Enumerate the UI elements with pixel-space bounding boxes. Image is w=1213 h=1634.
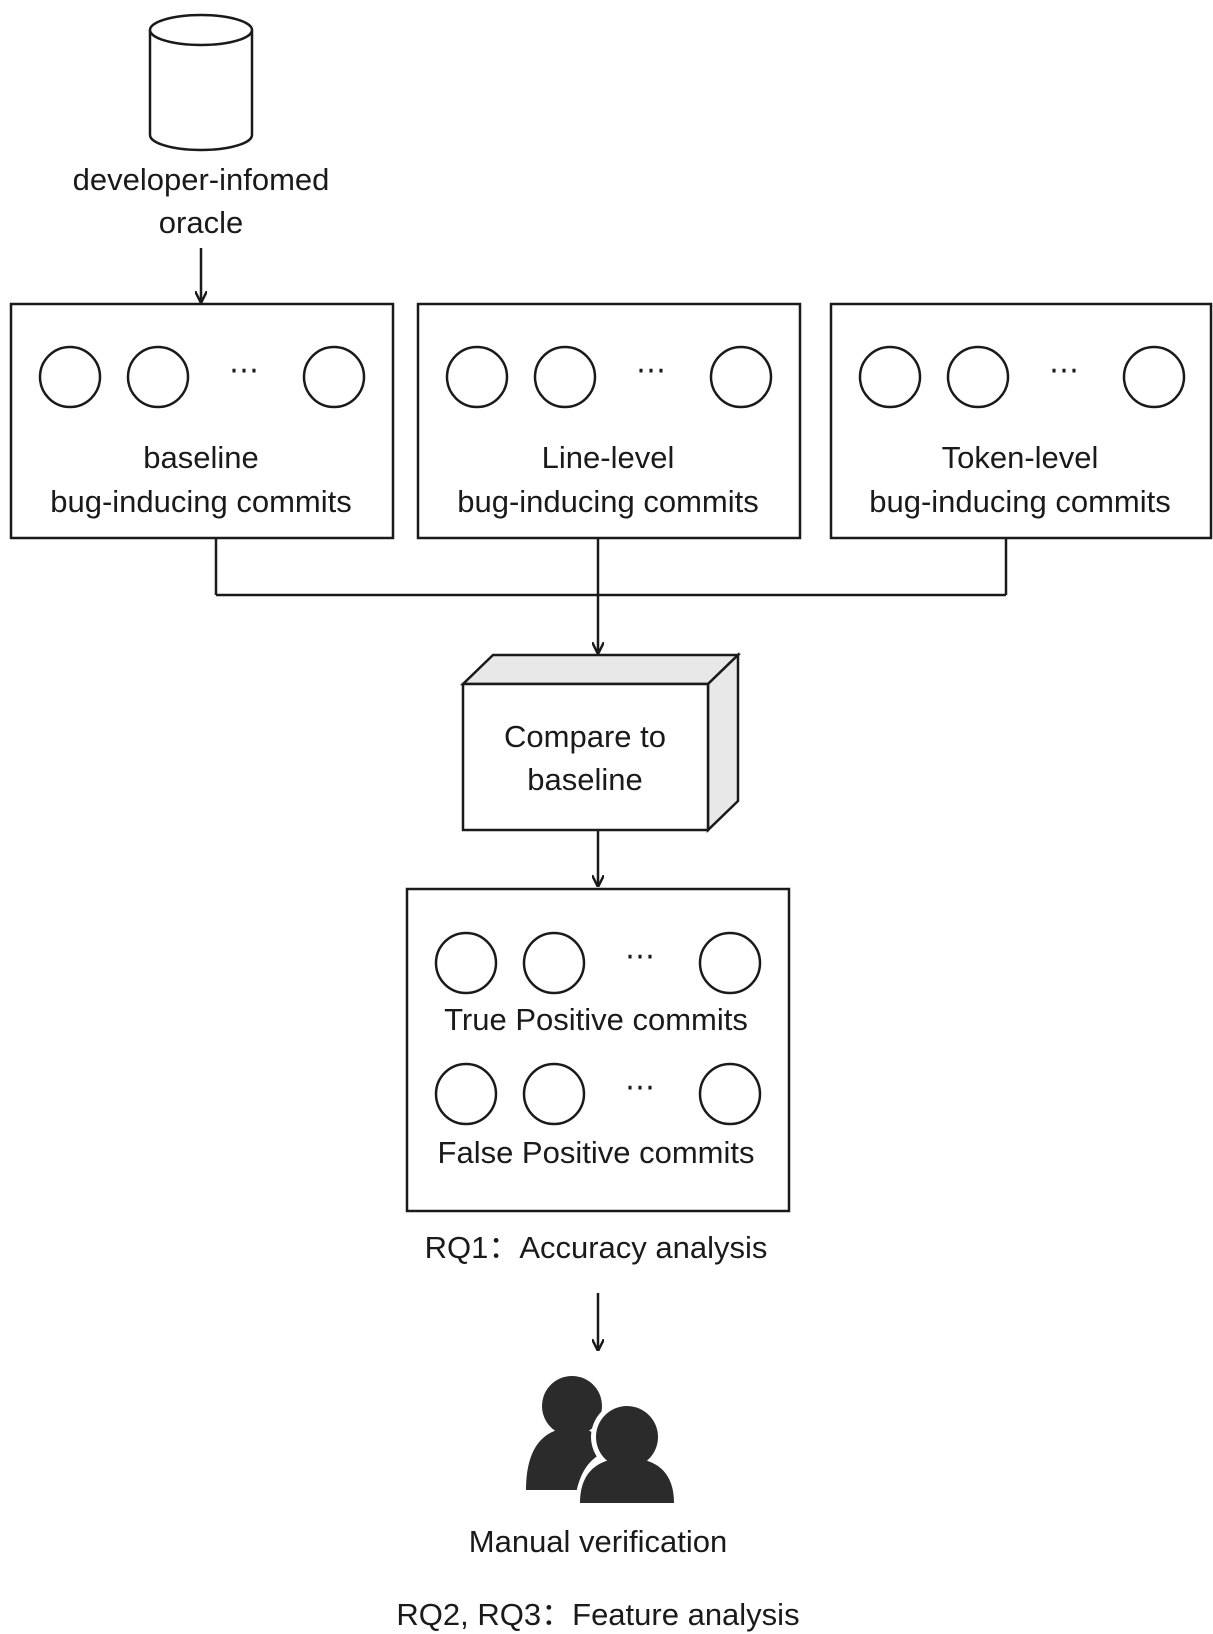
commit-circle [38, 345, 102, 409]
commit-circle [709, 345, 773, 409]
baseline-box: ⋯ baseline bug-inducing commits [9, 302, 395, 540]
commit-circle [445, 345, 509, 409]
line-level-box: ⋯ Line-level bug-inducing commits [416, 302, 802, 540]
rq1-label: RQ1：Accuracy analysis [425, 1230, 768, 1265]
true-positive-circle [698, 931, 762, 995]
true-positive-label: True Positive commits [444, 1002, 748, 1037]
token-level-box: ⋯ Token-level bug-inducing commits [829, 302, 1213, 540]
manual-verification-label: Manual verification [469, 1524, 727, 1559]
users-icon [526, 1376, 680, 1518]
commit-circle [126, 345, 190, 409]
commit-circle [1122, 345, 1186, 409]
oracle-label-line1: developer-infomed [73, 162, 330, 197]
compare-box: Compare to baseline [459, 652, 742, 833]
false-positive-label: False Positive commits [438, 1135, 755, 1170]
token-level-box-subtitle: bug-inducing commits [869, 484, 1171, 519]
ellipsis: ⋯ [636, 353, 666, 388]
compare-label-line2: baseline [527, 762, 642, 797]
merge-connector [214, 538, 1008, 652]
line-level-box-subtitle: bug-inducing commits [457, 484, 759, 519]
compare-label-line1: Compare to [504, 719, 666, 754]
line-level-box-title: Line-level [542, 440, 675, 475]
commit-circle [533, 345, 597, 409]
commit-circle [946, 345, 1010, 409]
ellipsis: ⋯ [1049, 353, 1079, 388]
rq23-label: RQ2, RQ3：Feature analysis [396, 1597, 799, 1632]
true-positive-circle [434, 931, 498, 995]
true-positive-circle [522, 931, 586, 995]
token-level-box-title: Token-level [942, 440, 1099, 475]
baseline-box-title: baseline [143, 440, 258, 475]
ellipsis: ⋯ [625, 939, 655, 974]
commit-circle [858, 345, 922, 409]
false-positive-circle [434, 1062, 498, 1126]
baseline-box-subtitle: bug-inducing commits [50, 484, 352, 519]
oracle-label-line2: oracle [159, 205, 243, 240]
results-box: ⋯ True Positive commits ⋯ False Positive… [405, 887, 791, 1213]
ellipsis: ⋯ [625, 1070, 655, 1105]
false-positive-circle [522, 1062, 586, 1126]
ellipsis: ⋯ [229, 353, 259, 388]
false-positive-circle [698, 1062, 762, 1126]
database-icon [148, 13, 254, 152]
commit-circle [302, 345, 366, 409]
